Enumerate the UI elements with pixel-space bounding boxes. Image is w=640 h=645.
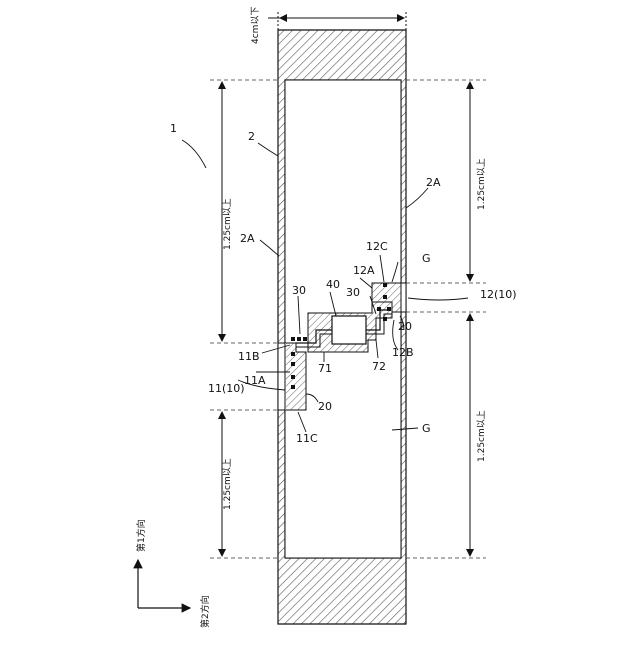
dim-lower-right: 1.25cm以上 (476, 410, 487, 462)
dim-lower-left: 1.25cm以上 (222, 458, 233, 510)
label-12b: 12B (392, 346, 414, 359)
dim-upper-left: 1.25cm以上 (222, 198, 233, 250)
dim-upper-right: 1.25cm以上 (476, 158, 487, 210)
label-12a: 12A (353, 264, 375, 277)
label-20-left: 20 (318, 400, 332, 413)
label-40: 40 (326, 278, 340, 291)
label-30-left: 30 (292, 284, 306, 297)
label-12c: 12C (366, 240, 388, 253)
label-71: 71 (318, 362, 332, 375)
label-11c: 11C (296, 432, 318, 445)
label-11b: 11B (238, 350, 260, 363)
label-11a: 11A (244, 374, 266, 387)
axis-first-direction: 第1方向 (135, 519, 147, 552)
label-72: 72 (372, 360, 386, 373)
label-ground-lower: G (422, 422, 431, 435)
label-2a-left-upper: 2A (240, 232, 255, 245)
label-30-right: 30 (346, 286, 360, 299)
axis-second-direction: 第2方向 (199, 595, 211, 628)
ic-40 (332, 316, 366, 344)
label-12-10: 12(10) (480, 288, 517, 301)
label-2a-right: 2A (426, 176, 441, 189)
label-20-right: 20 (398, 320, 412, 333)
label-ground-upper: G (422, 252, 431, 265)
label-11-10: 11(10) (208, 382, 245, 395)
label-device: 1 (170, 122, 177, 135)
dim-width: 4cm以下 (251, 7, 261, 44)
direction-axes: 第1方向 第2方向 (135, 519, 211, 628)
label-frame: 2 (248, 130, 255, 143)
